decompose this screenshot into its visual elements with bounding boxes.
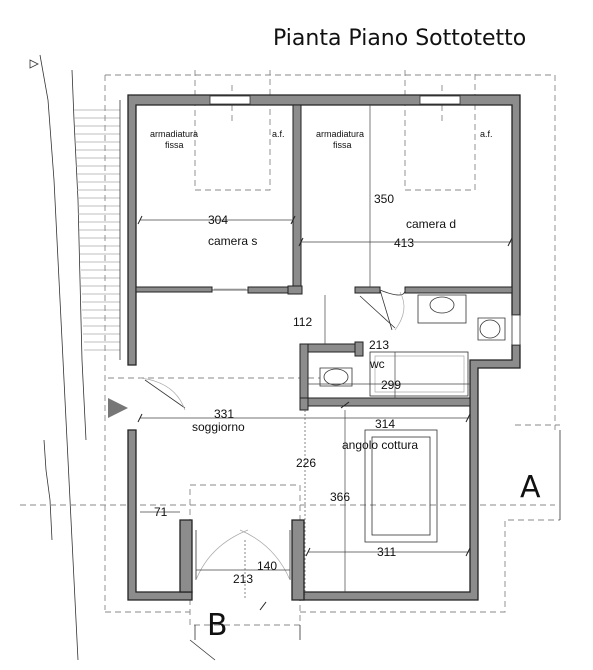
toilet [479,319,501,339]
label-fissa-left: fissa [165,140,184,150]
dim-213-wc: 213 [369,338,389,352]
interior-walls [135,104,513,411]
dim-71: 71 [154,505,168,519]
bidet [323,368,349,386]
dimension-lines [137,105,513,611]
dim-413: 413 [394,236,414,250]
doors [139,288,406,581]
room-angolo-cottura: angolo cottura [342,438,418,452]
label-fissa-right: fissa [333,140,352,150]
roof-outline [20,70,560,626]
dim-299: 299 [381,378,401,392]
dim-213-entry: 213 [233,572,253,586]
dim-314: 314 [375,417,395,431]
section-mark-b: B [207,608,228,643]
wc-fixtures [319,294,506,397]
section-arrow [108,398,128,418]
dim-366: 366 [330,490,350,504]
label-armadiatura-right: armadiatura [316,129,364,139]
label-af-left: a.f. [272,129,285,139]
dim-226: 226 [296,456,316,470]
room-soggiorno: soggiorno [192,420,245,434]
section-lines [189,430,561,661]
kitchen-island [364,429,438,543]
section-mark-a: A [520,470,541,505]
exterior-stair-hatch [29,54,121,661]
label-armadiatura-left: armadiatura [150,129,198,139]
sink [429,296,455,314]
room-camera-s: camera s [208,234,257,248]
dim-304: 304 [208,213,228,227]
dim-112: 112 [293,315,312,329]
outer-walls [127,94,521,601]
dim-331: 331 [214,407,234,421]
plan-title: Pianta Piano Sottotetto [273,26,526,51]
dim-140: 140 [257,559,277,573]
windows [209,95,521,346]
shower [369,351,469,397]
dim-350: 350 [374,192,394,206]
room-wc: wc [369,357,385,371]
room-camera-d: camera d [406,217,456,231]
label-af-right: a.f. [480,129,493,139]
dim-311: 311 [377,545,396,559]
